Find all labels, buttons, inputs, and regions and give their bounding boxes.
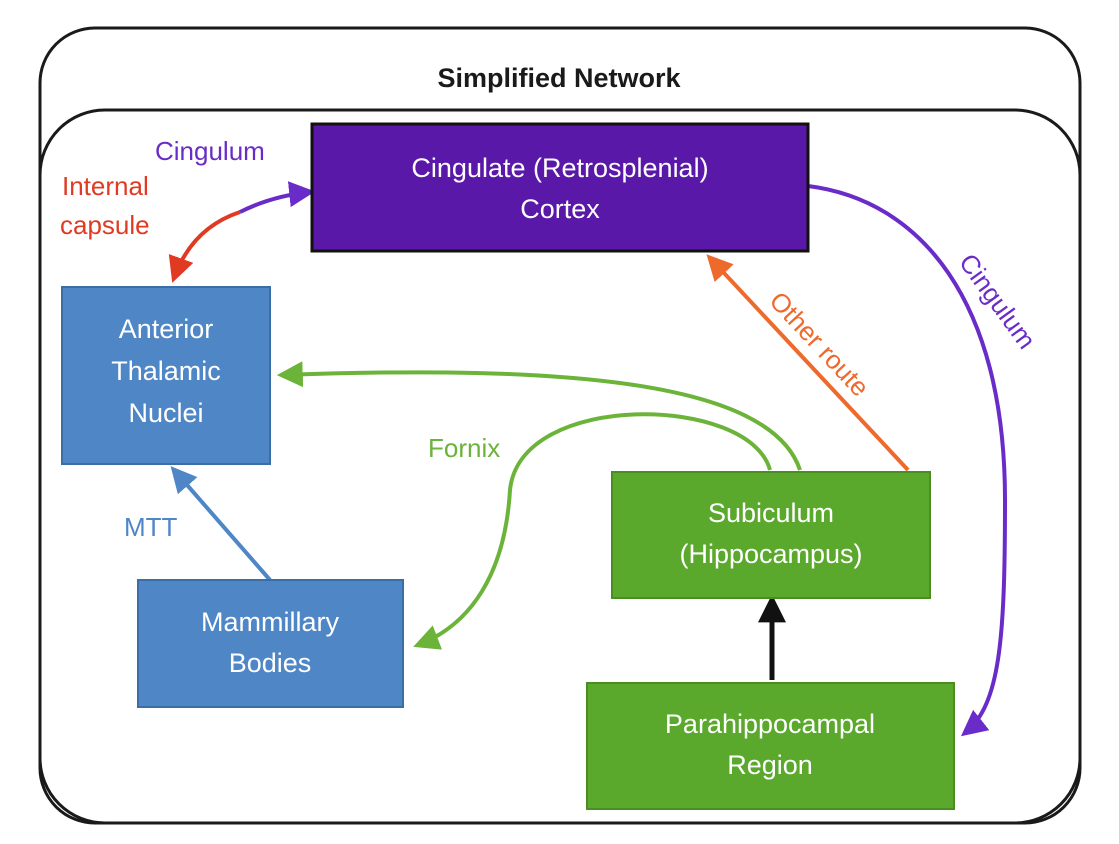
edge-fornix-atn — [276, 361, 802, 471]
diagram-title: Simplified Network — [437, 63, 681, 93]
edge-other-route — [706, 254, 910, 472]
node-mammillary-bodies: Mammillary Bodies — [137, 579, 404, 708]
edge-cingulum-left — [239, 181, 316, 214]
node-cingulate-cortex: Cingulate (Retrosplenial) Cortex — [310, 122, 810, 253]
node-mammillary-line-1: Mammillary — [201, 607, 339, 637]
node-parahippocampal-region: Parahippocampal Region — [586, 682, 955, 810]
node-cingulate-line-2: Cortex — [520, 194, 600, 224]
node-atn-line-1: Anterior — [119, 314, 214, 344]
node-subiculum-line-2: (Hippocampus) — [679, 539, 862, 569]
label-fornix: Fornix — [428, 433, 500, 463]
label-internal-capsule-1: Internal — [62, 171, 149, 201]
node-anterior-thalamic-nuclei: Anterior Thalamic Nuclei — [61, 286, 271, 465]
edge-cingulum-right — [807, 184, 1008, 737]
label-internal-capsule-2: capsule — [60, 210, 150, 240]
node-parahippocampal-line-2: Region — [727, 750, 813, 780]
label-mtt: MTT — [124, 512, 178, 542]
edge-fornix-mammillary — [413, 412, 772, 650]
node-cingulate-line-1: Cingulate (Retrosplenial) — [411, 153, 708, 183]
label-cingulum-left: Cingulum — [155, 136, 265, 166]
node-parahippocampal-line-1: Parahippocampal — [665, 709, 875, 739]
node-mammillary-line-2: Bodies — [229, 648, 312, 678]
edge-internal-capsule — [168, 210, 241, 283]
node-subiculum-line-1: Subiculum — [708, 498, 834, 528]
node-subiculum: Subiculum (Hippocampus) — [611, 471, 931, 599]
node-atn-line-2: Thalamic — [111, 356, 221, 386]
node-atn-line-3: Nuclei — [128, 398, 203, 428]
edge-mtt — [170, 466, 272, 582]
